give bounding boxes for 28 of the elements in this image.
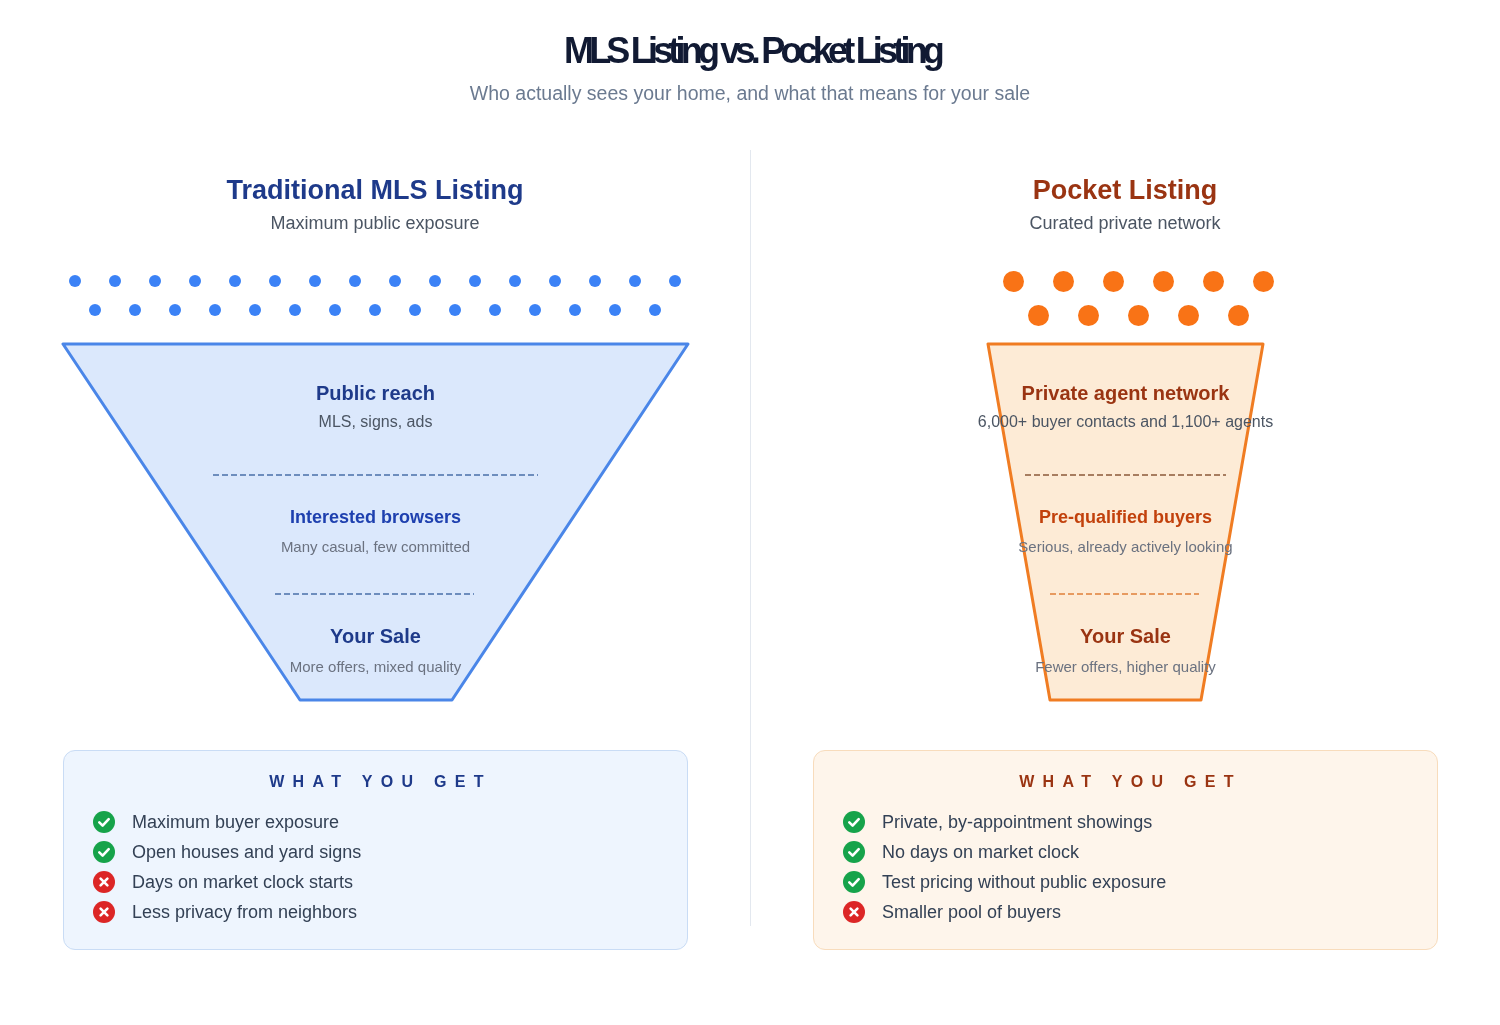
stage-title: Public reach <box>316 381 435 405</box>
list-item: Maximum buyer exposure <box>132 811 340 833</box>
list-item: Test pricing without public exposure <box>882 871 1167 893</box>
list-item: Less privacy from neighbors <box>132 901 358 923</box>
column-heading: Pocket Listing <box>1032 174 1218 206</box>
subtitle: Who actually sees your home, and what that means for your sale <box>469 81 1031 105</box>
stage-description: Many casual, few committed <box>280 537 471 556</box>
stage-description: MLS, signs, ads <box>318 412 433 432</box>
column-heading: Traditional MLS Listing <box>226 174 524 206</box>
funnel <box>60 341 691 703</box>
column-subheading: Maximum public exposure <box>270 212 480 234</box>
stage-title: Pre-qualified buyers <box>1038 507 1213 529</box>
summary-panel <box>63 750 688 950</box>
panel-heading: WHAT YOU GET <box>269 772 492 792</box>
stage-title: Interested browsers <box>289 507 462 529</box>
page-title: MLS Listing vs. Pocket Listing <box>563 29 941 72</box>
list-item: Private, by-appointment showings <box>882 811 1153 833</box>
column-subheading: Curated private network <box>1029 212 1221 234</box>
panel-heading: WHAT YOU GET <box>1019 772 1242 792</box>
stage-title: Private agent network <box>1021 381 1230 405</box>
list-item: No days on market clock <box>882 841 1080 863</box>
stage-title: Your Sale <box>1080 624 1171 648</box>
stage-description: More offers, mixed quality <box>289 658 462 676</box>
list-item: Smaller pool of buyers <box>882 901 1062 923</box>
list-item: Open houses and yard signs <box>132 841 362 863</box>
summary-panel <box>813 750 1438 950</box>
list-item: Days on market clock starts <box>132 871 354 893</box>
stage-title: Your Sale <box>330 624 421 648</box>
